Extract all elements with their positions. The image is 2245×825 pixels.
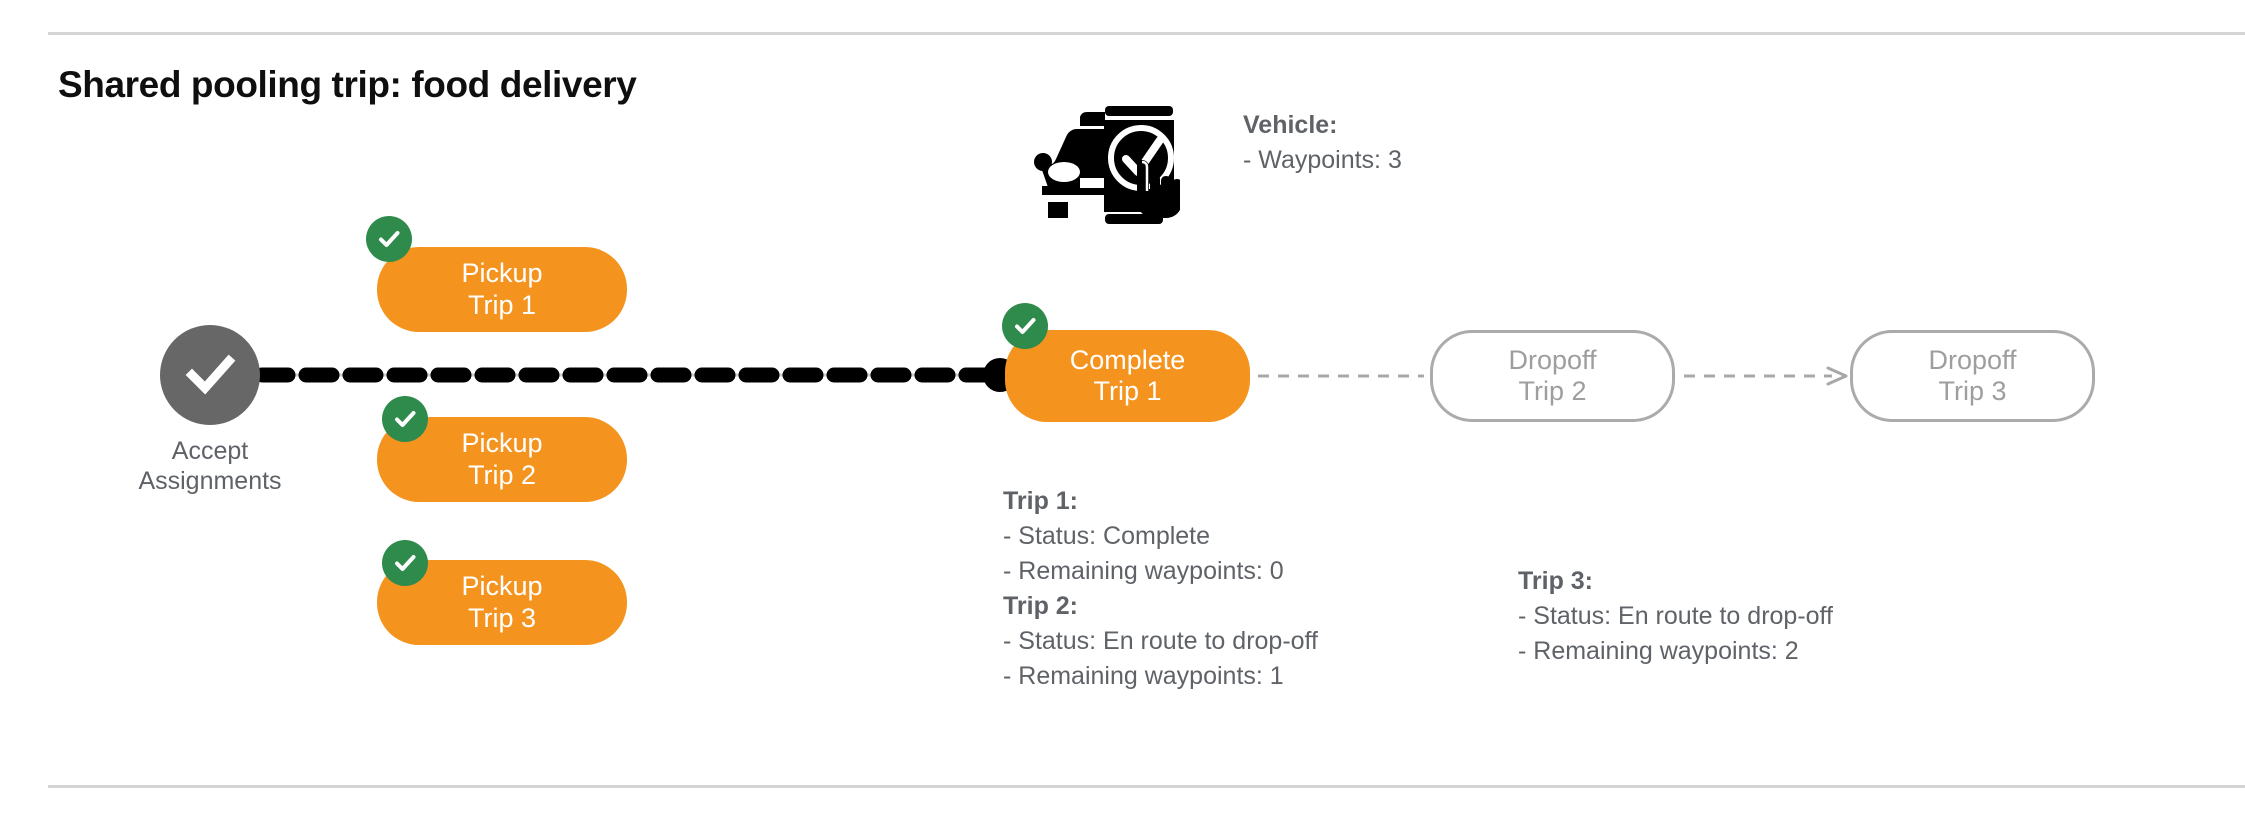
trip-1-heading: Trip 1: — [1003, 487, 1079, 515]
accept-circle — [160, 325, 260, 425]
vehicle-heading: Vehicle: — [1243, 111, 1338, 139]
divider-bottom — [48, 785, 2245, 788]
trip-2-status-line: - Status: En route to drop-off — [1003, 627, 1318, 655]
trip-3-heading: Trip 3: — [1518, 567, 1594, 595]
dropoff-trip-2-line1: Dropoff — [1508, 344, 1597, 375]
trip-1-2-info-block: Trip 1: - Status: Complete - Remaining w… — [1003, 484, 1318, 694]
trip-3-waypoints-line: - Remaining waypoints: 2 — [1518, 637, 1799, 665]
vehicle-waypoints-line: - Waypoints: 3 — [1243, 146, 1402, 174]
node-dropoff-trip-2[interactable]: Dropoff Trip 2 — [1430, 330, 1675, 422]
check-icon — [1015, 318, 1036, 334]
node-complete-trip-1[interactable]: Complete Trip 1 — [1005, 330, 1250, 422]
check-circle-icon — [185, 354, 236, 395]
dropoff-trip-2-line2: Trip 2 — [1518, 376, 1587, 406]
dropoff-trip-3-line1: Dropoff — [1928, 344, 2017, 375]
check-icon — [395, 411, 416, 427]
trip-1-status-line: - Status: Complete — [1003, 522, 1211, 550]
dropoff-trip-3-line2: Trip 3 — [1938, 376, 2007, 406]
complete-trip-1-line1: Complete — [1069, 344, 1186, 375]
accept-assignments-label: Accept Assignments — [100, 437, 320, 496]
check-icon — [395, 555, 416, 571]
check-badge-pickup-trip-1 — [366, 216, 412, 262]
check-icon — [379, 231, 400, 247]
vehicle-info-block: Vehicle: - Waypoints: 3 — [1243, 108, 1402, 178]
pickup-trip-3-line1: Pickup — [461, 571, 543, 602]
pickup-trip-2-line2: Trip 2 — [467, 459, 536, 490]
check-badge-pickup-trip-3 — [382, 540, 428, 586]
page-title: Shared pooling trip: food delivery — [58, 64, 637, 105]
complete-trip-1-line2: Trip 1 — [1093, 376, 1162, 406]
check-badge-complete-trip-1 — [1002, 303, 1048, 349]
divider-top — [48, 32, 2245, 35]
trip-3-status-line: - Status: En route to drop-off — [1518, 602, 1833, 630]
arrowhead-icon — [1826, 366, 1848, 386]
node-pickup-trip-1[interactable]: Pickup Trip 1 — [377, 247, 627, 332]
trip-2-waypoints-line: - Remaining waypoints: 1 — [1003, 662, 1284, 690]
accept-label-line1: Accept — [171, 437, 249, 465]
check-badge-pickup-trip-2 — [382, 396, 428, 442]
pickup-trip-3-line2: Trip 3 — [467, 602, 536, 633]
node-dropoff-trip-3[interactable]: Dropoff Trip 3 — [1850, 330, 2095, 422]
accept-label-line2: Assignments — [138, 466, 282, 495]
node-accept-assignments[interactable]: Accept Assignments — [138, 325, 282, 495]
trip-3-info-block: Trip 3: - Status: En route to drop-off -… — [1518, 564, 1833, 669]
car-phone-check-icon — [1034, 106, 1180, 224]
pickup-trip-1-line1: Pickup — [461, 258, 543, 289]
pickup-trip-2-line1: Pickup — [461, 428, 543, 459]
pickup-trip-1-line2: Trip 1 — [467, 289, 536, 320]
trip-1-waypoints-line: - Remaining waypoints: 0 — [1003, 557, 1284, 585]
trip-2-heading: Trip 2: — [1003, 592, 1079, 620]
